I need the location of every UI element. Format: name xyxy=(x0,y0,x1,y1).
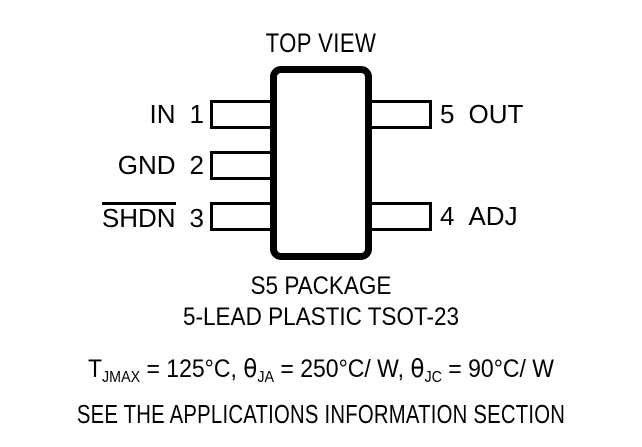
pin-name-adj: ADJ xyxy=(468,201,518,231)
lead-pin-5 xyxy=(364,100,432,129)
pin-number-4: 4 xyxy=(440,201,455,231)
pin-name-out: OUT xyxy=(468,99,524,129)
pin-number-5: 5 xyxy=(440,99,455,129)
caption-see-applications: SEE THE APPLICATIONS INFORMATION SECTION xyxy=(76,399,566,429)
pin-label-1: IN 1 xyxy=(150,100,204,129)
theta-jc-symbol: θ xyxy=(410,354,425,383)
theta-ja-subscript: JA xyxy=(257,368,274,386)
diagram-title: TOP VIEW xyxy=(265,28,377,58)
pin-number-3: 3 xyxy=(189,203,204,233)
tjmax-symbol: T xyxy=(87,355,103,383)
tjmax-value: = 125°C, xyxy=(140,355,244,383)
pin-name-shdn: SHDN xyxy=(101,202,176,233)
theta-jc-subscript: JC xyxy=(424,368,442,386)
pin-number-1: 1 xyxy=(189,99,204,129)
lead-pin-3 xyxy=(210,202,278,231)
theta-ja-symbol: θ xyxy=(243,354,258,383)
pin-label-3: SHDN 3 xyxy=(101,202,204,233)
caption-package-name: S5 PACKAGE xyxy=(250,272,392,300)
caption-lead-type: 5-LEAD PLASTIC TSOT-23 xyxy=(183,303,459,331)
lead-pin-4 xyxy=(364,202,432,231)
tjmax-subscript: JMAX xyxy=(102,368,141,386)
caption-thermal-specs: TJMAX = 125°C, θJA = 250°C/ W, θJC = 90°… xyxy=(26,354,617,386)
lead-pin-2 xyxy=(210,151,278,180)
pin-label-4: 4 ADJ xyxy=(440,202,518,231)
pin-number-2: 2 xyxy=(189,150,204,180)
pin-name-gnd: GND xyxy=(117,150,176,180)
lead-pin-1 xyxy=(210,100,278,129)
pin-label-2: GND 2 xyxy=(118,151,204,180)
package-body xyxy=(270,66,372,260)
pin-name-in: IN xyxy=(149,99,176,129)
theta-ja-value: = 250°C/ W, xyxy=(273,355,411,383)
theta-jc-value: = 90°C/ W xyxy=(441,355,555,383)
pin-label-5: 5 OUT xyxy=(440,100,523,129)
